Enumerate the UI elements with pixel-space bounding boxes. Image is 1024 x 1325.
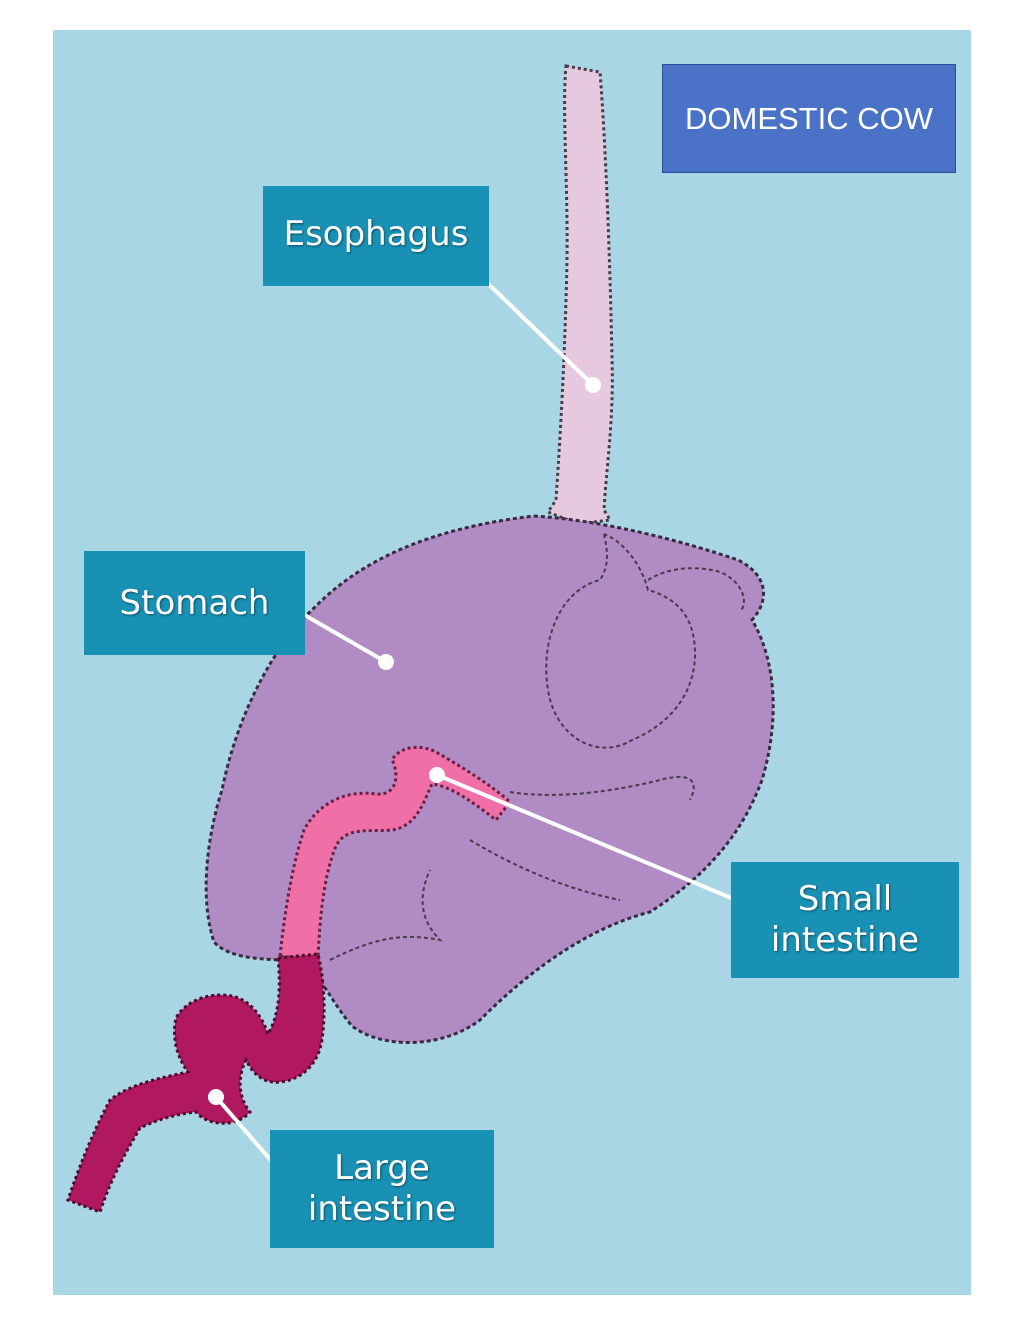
title-box: DOMESTIC COW [662,64,956,173]
large-intestine-shape [66,952,326,1214]
esophagus-label: Esophagus [263,186,489,286]
small-intestine-leader-dot-organ [429,767,445,783]
esophagus-leader-line [470,266,595,387]
large-intestine-leader-dot-organ [208,1089,224,1105]
stomach-chamber-outline [545,533,696,749]
stomach-leader-dot-organ [378,654,394,670]
stomach-shape [204,514,775,1045]
esophagus-label-text: Esophagus [283,214,469,254]
title-text: DOMESTIC COW [685,100,933,136]
small-intestine-leader-line [436,773,749,907]
esophagus-shape [545,64,614,526]
stomach-lower-outline-3 [329,869,444,961]
small-intestine-label: Small intestine [731,862,959,978]
stomach-label-text: Stomach [119,582,270,623]
small-intestine-shape [278,745,513,962]
large-intestine-label-line2: intestine [307,1189,457,1229]
esophagus-leader-dot-organ [585,377,601,393]
small-intestine-label-line2: intestine [770,920,920,960]
large-intestine-label-line1: Large [334,1148,430,1189]
large-intestine-label: Large intestine [270,1130,494,1248]
stomach-fold-outline [647,567,745,613]
small-intestine-label-line1: Small [797,879,893,920]
stomach-label: Stomach [84,551,305,655]
stomach-lower-outline [509,775,695,801]
